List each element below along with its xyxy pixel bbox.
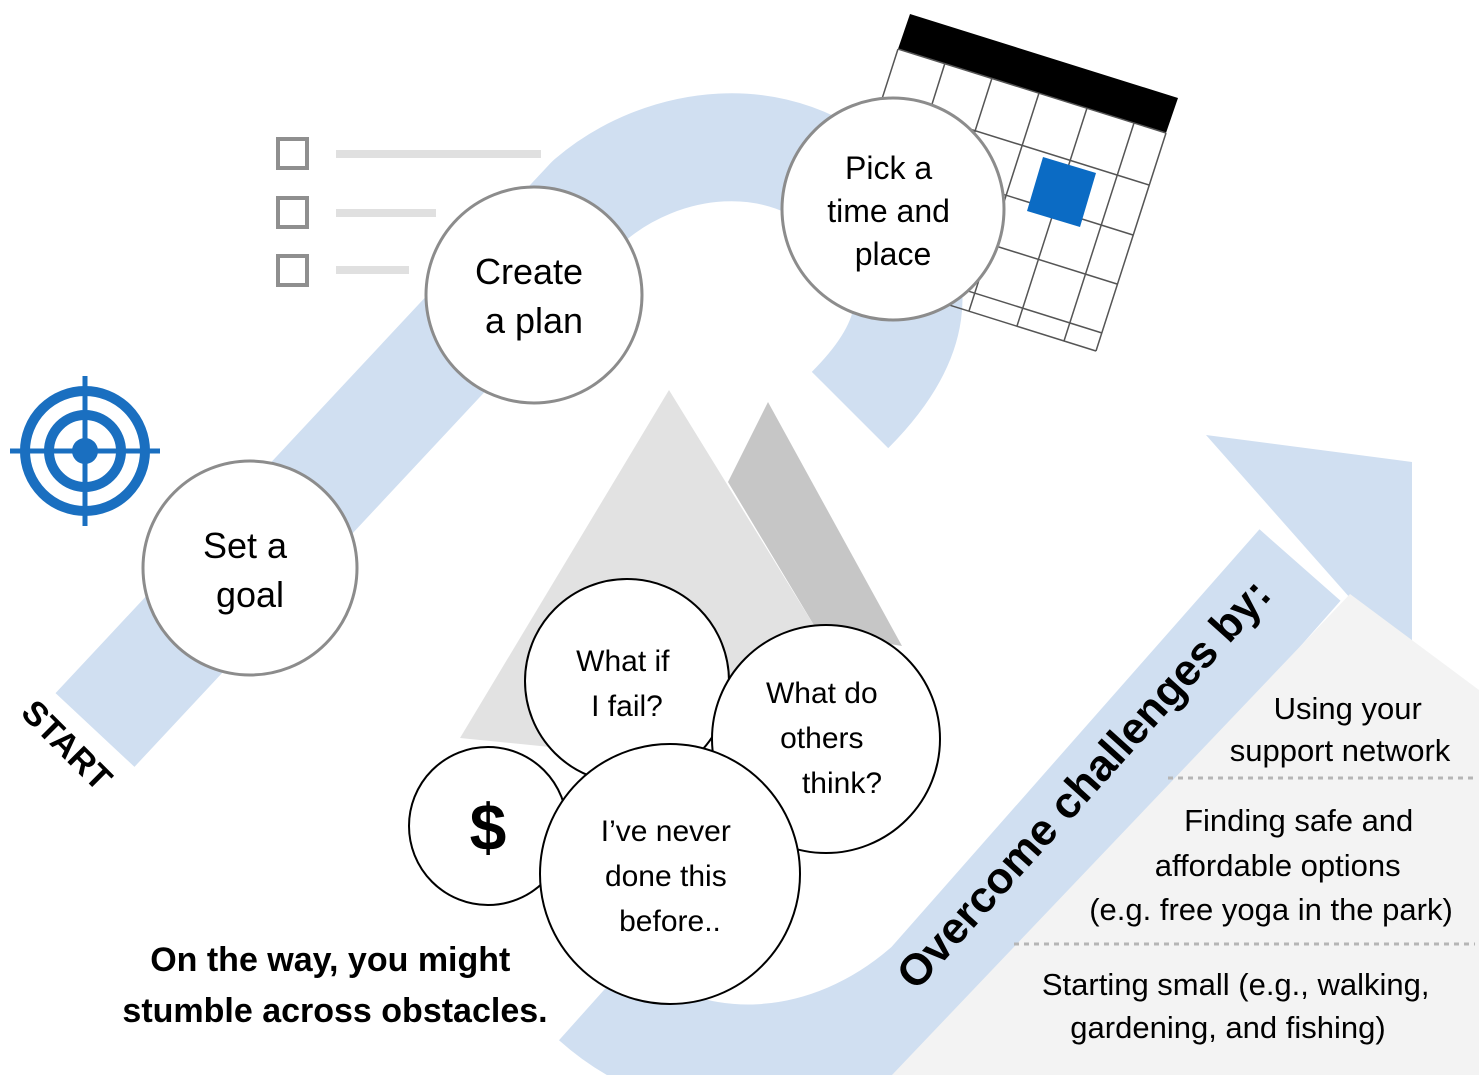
- obstacles-caption: On the way, you might stumble across obs…: [122, 941, 547, 1030]
- obstacle-fail: What if I fail?: [524, 578, 730, 784]
- strategies-panel: [892, 594, 1479, 1075]
- strategy-starting-small: Starting small (e.g., walking, gardening…: [1042, 967, 1438, 1045]
- step-schedule-circle: [780, 96, 1006, 322]
- obstacle-never-done-line-1: I’ve never: [601, 815, 731, 848]
- target-crosshair-icon: [10, 376, 160, 526]
- step-goal-label: Set a goal: [203, 525, 297, 615]
- step-goal-line-1: Set a: [203, 525, 288, 566]
- step-plan-label: Create a plan: [475, 251, 593, 341]
- step-schedule-line-3: place: [855, 236, 932, 272]
- strategy-affordable-options: Finding safe and affordable options (e.g…: [1089, 803, 1453, 927]
- obstacle-never-done: I’ve never done this before..: [539, 743, 801, 1005]
- calendar-header: [898, 14, 1178, 133]
- step-plan-line-1: Create: [475, 251, 583, 292]
- strategy-affordable-label: Finding safe and affordable options (e.g…: [1089, 803, 1453, 927]
- step-plan-line-2: a plan: [485, 300, 583, 341]
- strategy-support-line-1: Using your: [1274, 691, 1422, 726]
- dollar-sign: $: [470, 790, 507, 864]
- obstacle-never-done-label: I’ve never done this before..: [601, 815, 739, 938]
- obstacle-others-line-1: What do: [766, 677, 878, 710]
- obstacle-never-done-circle: [539, 743, 801, 1005]
- step-plan: Create a plan: [424, 185, 644, 405]
- obstacle-money: $: [408, 746, 568, 906]
- checklist-icon: [276, 137, 541, 287]
- obstacles-caption-line-1: On the way, you might: [150, 941, 510, 979]
- strategy-support-line-2: support network: [1230, 733, 1451, 768]
- strategy-support-network: Using your support network: [1230, 691, 1451, 768]
- obstacles-caption-line-2: stumble across obstacles.: [122, 992, 547, 1030]
- strategy-affordable-line-1: Finding safe and: [1184, 803, 1413, 838]
- journey-path-return: [559, 529, 1341, 1075]
- mountain-back: [728, 402, 902, 646]
- step-schedule-line-1: Pick a: [845, 150, 932, 186]
- step-schedule: Pick a time and place: [780, 96, 1006, 322]
- checkbox-3: [276, 254, 309, 287]
- step-plan-circle: [424, 185, 644, 405]
- strategy-affordable-line-2: affordable options: [1155, 848, 1401, 883]
- step-goal-circle: [141, 459, 359, 677]
- obstacle-never-done-line-3: before..: [619, 905, 721, 938]
- checkbox-1: [276, 137, 309, 170]
- step-goal-line-2: goal: [216, 574, 284, 615]
- strategy-small-line-1: Starting small (e.g., walking,: [1042, 967, 1430, 1002]
- obstacle-others-line-3: think?: [802, 767, 882, 800]
- obstacle-never-done-line-2: done this: [605, 860, 727, 893]
- step-schedule-label: Pick a time and place: [827, 150, 959, 272]
- step-goal: Set a goal: [141, 459, 359, 677]
- obstacle-fail-line-1: What if: [576, 645, 670, 678]
- step-schedule-line-2: time and: [827, 193, 950, 229]
- strategy-support-label: Using your support network: [1230, 691, 1451, 768]
- obstacle-others-label: What do others think?: [766, 677, 886, 800]
- calendar-highlight: [1027, 157, 1096, 227]
- obstacle-others-line-2: others: [780, 722, 863, 755]
- strategy-small-label: Starting small (e.g., walking, gardening…: [1042, 967, 1438, 1045]
- checkbox-2: [276, 196, 309, 229]
- obstacle-fail-line-2: I fail?: [591, 690, 663, 723]
- obstacle-fail-label: What if I fail?: [576, 645, 678, 723]
- strategy-small-line-2: gardening, and fishing): [1070, 1010, 1385, 1045]
- strategy-affordable-line-3: (e.g. free yoga in the park): [1089, 892, 1453, 927]
- dollar-icon: $: [470, 790, 507, 864]
